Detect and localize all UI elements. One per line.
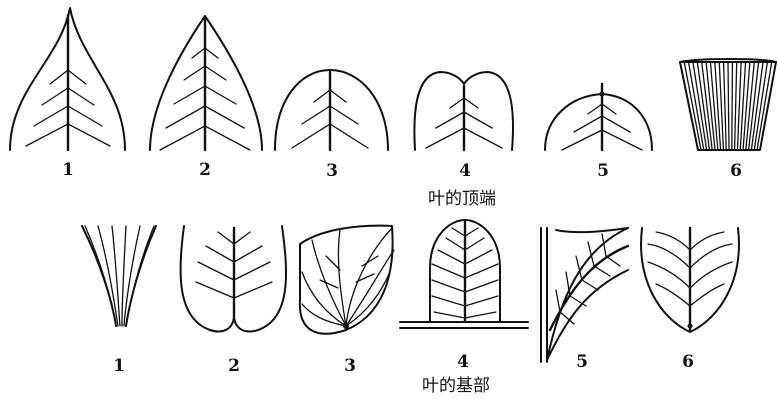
apex-caption: 叶的顶端 bbox=[402, 188, 522, 210]
base-cordate-leaf bbox=[181, 226, 287, 332]
apex-label-5: 5 bbox=[588, 161, 618, 181]
base-caption: 叶的基部 bbox=[396, 375, 516, 397]
apex-emarginate-leaf bbox=[414, 72, 513, 150]
apex-label-6: 6 bbox=[721, 161, 751, 181]
apex-truncate-leaf bbox=[680, 59, 776, 150]
base-label-6: 6 bbox=[673, 352, 703, 372]
base-label-2: 2 bbox=[219, 356, 249, 376]
base-label-4: 4 bbox=[448, 352, 478, 372]
apex-obtuse-leaf bbox=[275, 70, 388, 150]
apex-label-3: 3 bbox=[317, 161, 347, 181]
base-label-5: 5 bbox=[567, 352, 597, 372]
base-label-1: 1 bbox=[104, 356, 134, 376]
base-decurrent-leaf bbox=[541, 228, 628, 362]
apex-label-2: 2 bbox=[190, 160, 220, 180]
apex-acute-leaf bbox=[150, 16, 262, 150]
base-label-3: 3 bbox=[335, 356, 365, 376]
base-cuneate-leaf bbox=[82, 226, 156, 326]
apex-label-4: 4 bbox=[450, 161, 480, 181]
base-truncate-leaf bbox=[400, 220, 528, 328]
apex-label-1: 1 bbox=[53, 160, 83, 180]
apex-mucronate-leaf bbox=[545, 84, 652, 150]
base-oblique-leaf bbox=[300, 226, 394, 334]
apex-acuminate-leaf bbox=[10, 8, 125, 150]
base-acute-leaf bbox=[641, 228, 739, 332]
